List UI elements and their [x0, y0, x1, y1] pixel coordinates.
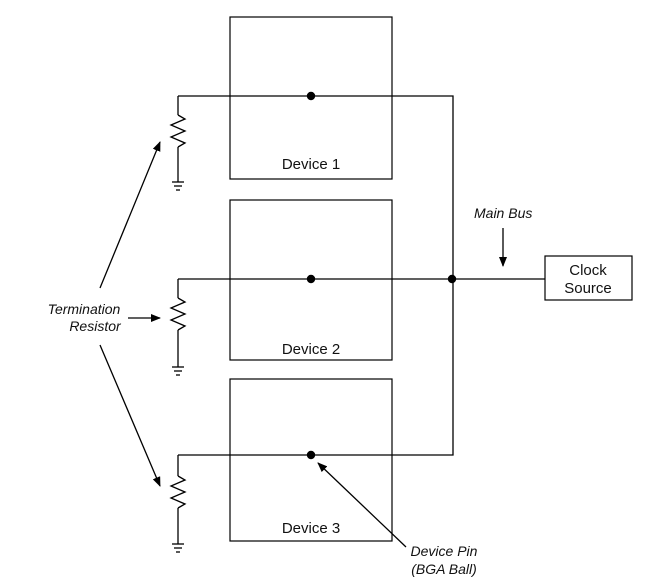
- termination-label-line1: Termination: [48, 301, 121, 317]
- clock-source-line2: Source: [564, 280, 612, 297]
- termination-resistor-1: [169, 96, 187, 182]
- device-3-box: [229, 378, 393, 542]
- device-pin-arrow: [317, 462, 407, 548]
- termination-resistor-2: [169, 279, 187, 367]
- device-1-pin: [306, 91, 316, 101]
- device-2-pin: [306, 274, 316, 284]
- termination-resistor-3: [169, 455, 187, 544]
- device-2-box: [229, 199, 393, 361]
- device-2-label: Device 2: [282, 341, 340, 358]
- main-bus-label: Main Bus: [474, 205, 532, 221]
- bus-junction-dot: [447, 274, 457, 284]
- termination-label-line2: Resistor: [69, 318, 122, 334]
- device-3-pin: [306, 450, 316, 460]
- ground-symbol-2: [172, 366, 184, 376]
- device-3-label: Device 3: [282, 520, 340, 537]
- termination-arrow-3: [99, 344, 161, 487]
- ground-symbol-3: [172, 543, 184, 553]
- device-1-label: Device 1: [282, 156, 340, 173]
- device-pin-label-line1: Device Pin: [411, 543, 478, 559]
- clock-source-line1: Clock: [569, 262, 607, 279]
- device-pin-label-line2: (BGA Ball): [411, 561, 477, 577]
- termination-arrow-1: [99, 141, 161, 289]
- main-bus-trace: [178, 95, 454, 456]
- ground-symbol-1: [172, 181, 184, 191]
- device-1-box: [229, 16, 393, 180]
- clock-source-box: [544, 255, 633, 301]
